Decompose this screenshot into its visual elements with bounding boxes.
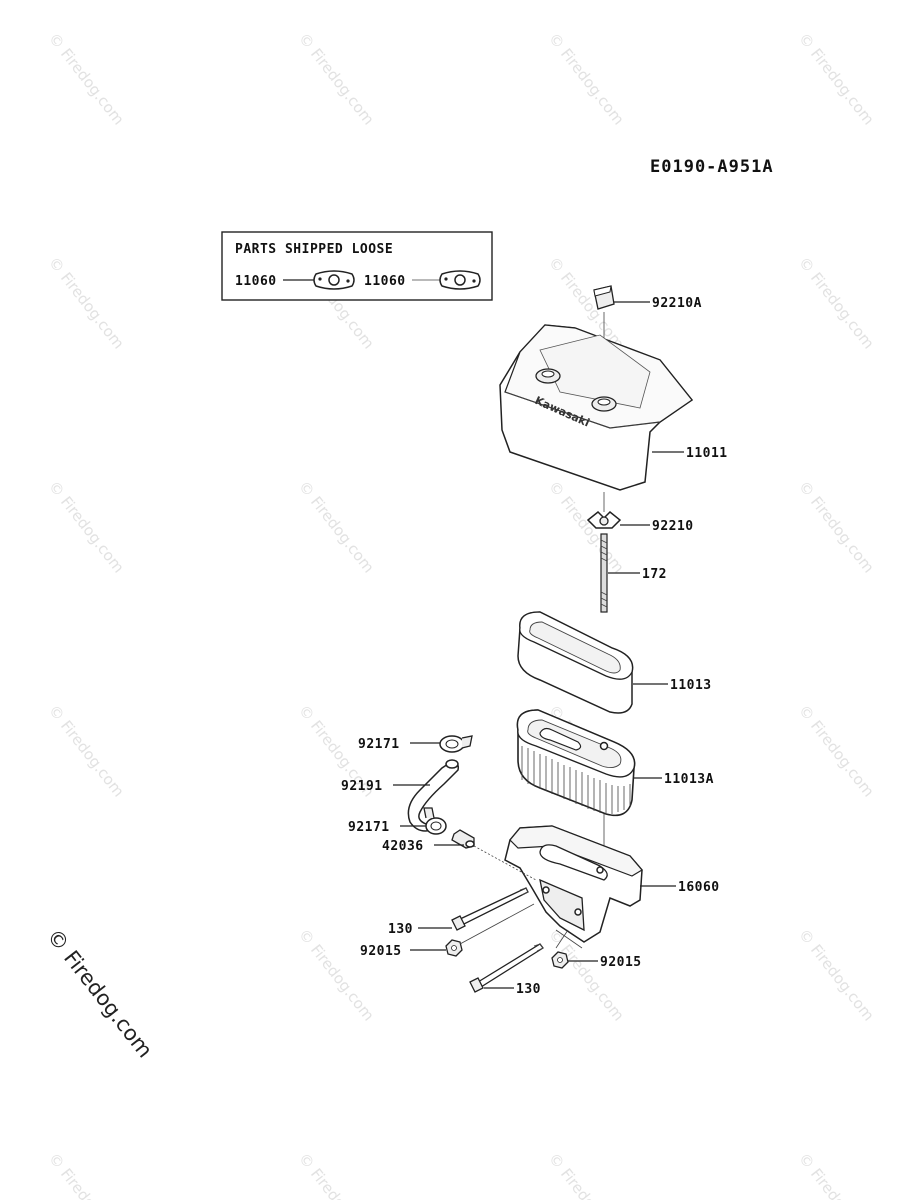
base-plate-part xyxy=(504,825,643,943)
breather-hose-part xyxy=(407,759,460,832)
watermark-grid: © Firedog.com © Firedog.com © Firedog.co… xyxy=(45,29,878,1200)
callout-16060: 16060 xyxy=(678,880,720,895)
callout-42036: 42036 xyxy=(382,839,424,854)
parts-shipped-loose-box: PARTS SHIPPED LOOSE 11060 11060 xyxy=(221,231,493,301)
watermark-main: © Firedog.com xyxy=(42,924,157,1062)
watermark: © Firedog.com xyxy=(295,1149,378,1200)
watermark: © Firedog.com xyxy=(295,477,378,576)
callout-130-left: 130 xyxy=(388,922,413,937)
callout-11013A: 11013A xyxy=(664,772,714,787)
gasket-icon xyxy=(439,270,481,290)
watermark: © Firedog.com xyxy=(45,1149,128,1200)
watermark: © Firedog.com xyxy=(545,1149,628,1200)
wing-nut-part xyxy=(586,510,622,529)
callout-11011: 11011 xyxy=(686,446,728,461)
air-filter-element-part xyxy=(516,709,636,817)
watermark: © Firedog.com xyxy=(795,925,878,1024)
loose-item-label: 11060 xyxy=(235,274,277,289)
bolt-part xyxy=(469,943,544,993)
loose-item-label: 11060 xyxy=(364,274,406,289)
bolt-part xyxy=(451,887,529,931)
watermark: © Firedog.com xyxy=(45,29,128,128)
callout-11013: 11013 xyxy=(670,678,712,693)
callout-92015-left: 92015 xyxy=(360,944,402,959)
callout-130-bottom: 130 xyxy=(516,982,541,997)
watermark: © Firedog.com xyxy=(45,253,128,352)
callout-92210: 92210 xyxy=(652,519,694,534)
watermark: © Firedog.com xyxy=(295,925,378,1024)
hose-clamp-part xyxy=(423,807,447,835)
watermark: © Firedog.com xyxy=(545,477,628,576)
watermark: © Firedog.com xyxy=(295,29,378,128)
diagram-code: E0190-A951A xyxy=(650,157,774,177)
callout-92171-top: 92171 xyxy=(358,737,400,752)
callout-172: 172 xyxy=(642,567,667,582)
loose-box-title: PARTS SHIPPED LOOSE xyxy=(235,242,393,257)
stud-part xyxy=(600,533,608,613)
callout-92015-right: 92015 xyxy=(600,955,642,970)
watermark: © Firedog.com xyxy=(795,701,878,800)
hose-clamp-part xyxy=(439,735,473,753)
air-cleaner-cover-part: Kawasaki xyxy=(499,324,694,491)
watermark: © Firedog.com xyxy=(45,477,128,576)
gasket-icon xyxy=(313,270,355,290)
pre-cleaner-part xyxy=(517,611,634,714)
watermark: © Firedog.com xyxy=(45,701,128,800)
watermark: © Firedog.com xyxy=(545,29,628,128)
callout-92171-bottom: 92171 xyxy=(348,820,390,835)
nut-part xyxy=(551,951,569,969)
callout-92191: 92191 xyxy=(341,779,383,794)
watermark: © Firedog.com xyxy=(795,29,878,128)
watermark: © Firedog.com xyxy=(795,477,878,576)
watermark: © Firedog.com xyxy=(795,253,878,352)
callout-92210A: 92210A xyxy=(652,296,702,311)
cap-nut-part xyxy=(593,285,615,310)
watermark: © Firedog.com xyxy=(795,1149,878,1200)
nut-part xyxy=(445,939,463,957)
